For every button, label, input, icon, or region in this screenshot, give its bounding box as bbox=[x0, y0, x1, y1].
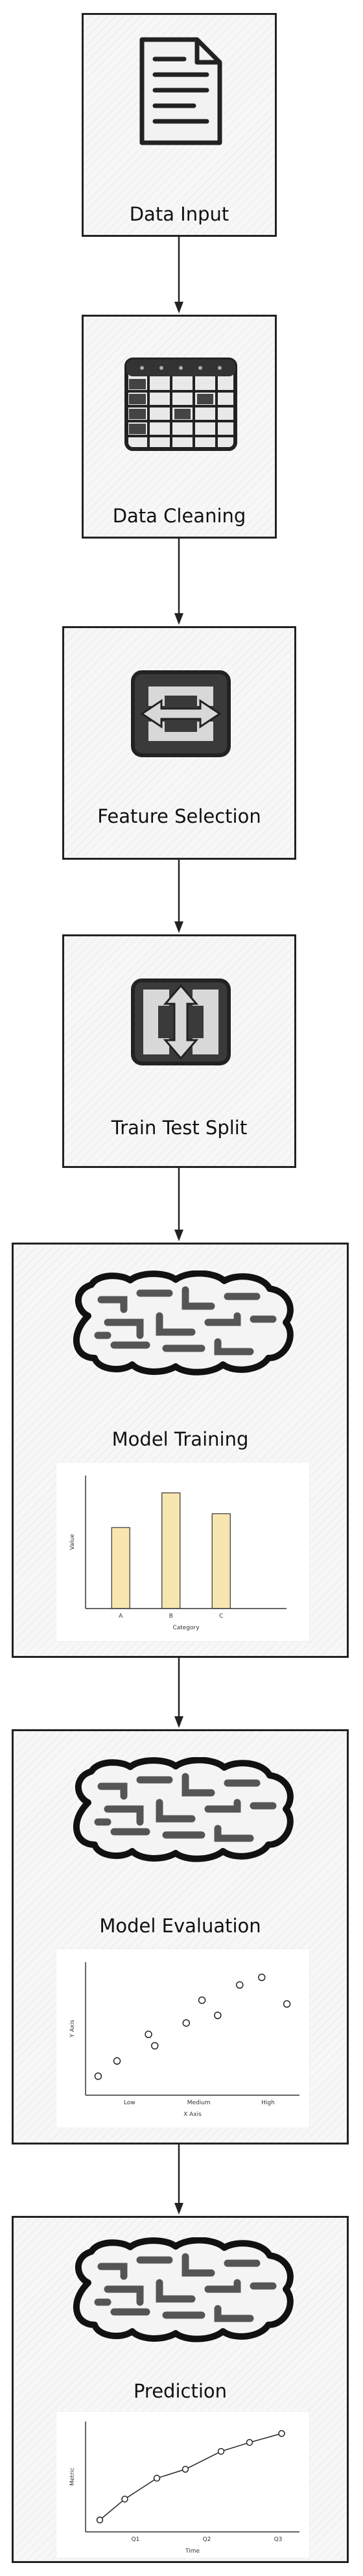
scatter-chart: Low Medium High X Axis Y Axis bbox=[69, 1962, 299, 2118]
bar-B bbox=[161, 1492, 181, 1609]
step-label-train-test-split: Train Test Split bbox=[111, 1117, 248, 1139]
step-label-data-input: Data Input bbox=[129, 203, 229, 225]
brain-icon bbox=[73, 2237, 294, 2342]
line-point bbox=[96, 2516, 104, 2523]
x-tick-label: Low bbox=[124, 2100, 135, 2106]
step-box-feature-selection: Feature Selection bbox=[62, 626, 296, 860]
x-tick-label: Q3 bbox=[274, 2536, 283, 2543]
series-line bbox=[99, 2433, 282, 2521]
scatter-point bbox=[236, 1981, 244, 1989]
x-axis-label: Time bbox=[185, 2548, 200, 2555]
step-label-data-cleaning: Data Cleaning bbox=[112, 505, 246, 527]
x-tick-label: Medium bbox=[187, 2100, 211, 2106]
scatter-point bbox=[182, 2019, 191, 2027]
horizontal-arrows-icon bbox=[131, 670, 231, 757]
brain-icon bbox=[73, 1757, 294, 1862]
scatter-point bbox=[283, 2000, 291, 2008]
x-tick-label: Q2 bbox=[203, 2536, 211, 2543]
flow-arrow bbox=[174, 539, 183, 625]
scatter-point bbox=[258, 1973, 266, 1982]
scatter-point bbox=[214, 2011, 222, 2019]
step-box-data-cleaning: Data Cleaning bbox=[82, 315, 277, 539]
scatter-point bbox=[113, 2057, 121, 2065]
bar-A bbox=[111, 1527, 130, 1609]
step-label-feature-selection: Feature Selection bbox=[97, 805, 261, 827]
step-box-data-input: Data Input bbox=[82, 13, 277, 237]
x-tick-label: A bbox=[119, 1613, 123, 1620]
line-point bbox=[153, 2475, 161, 2482]
bar-C bbox=[211, 1513, 231, 1609]
step-label-model-training: Model Training bbox=[111, 1428, 249, 1450]
step-box-model-evaluation: Model Evaluation Low Medium High X Axis Y Ax… bbox=[12, 1729, 349, 2145]
line-point bbox=[246, 2438, 253, 2446]
scatter-point bbox=[94, 2072, 102, 2080]
flow-arrow bbox=[174, 1168, 183, 1241]
step-box-train-test-split: Train Test Split bbox=[62, 934, 296, 1168]
table-icon bbox=[124, 358, 237, 451]
flow-arrow bbox=[174, 860, 183, 933]
y-axis-label: Metric bbox=[69, 2468, 76, 2486]
chart-panel-bar: A B C Category Value bbox=[56, 1462, 310, 1642]
chart-panel-scatter: Low Medium High X Axis Y Axis bbox=[56, 1949, 310, 2128]
x-axis-label: Category bbox=[172, 1625, 200, 1631]
x-tick-label: C bbox=[219, 1613, 223, 1620]
document-icon bbox=[139, 37, 222, 145]
x-tick-label: High bbox=[261, 2100, 275, 2106]
x-tick-label: B bbox=[169, 1613, 173, 1620]
line-point bbox=[278, 2430, 285, 2437]
flow-arrow bbox=[174, 2145, 183, 2215]
y-axis-label: Y Axis bbox=[69, 2020, 76, 2038]
brain-icon bbox=[73, 1270, 294, 1376]
x-tick-label: Q1 bbox=[132, 2536, 140, 2543]
x-axis-label: X Axis bbox=[183, 2111, 202, 2118]
step-box-model-training: Model Training A B C Category Value bbox=[12, 1243, 349, 1658]
y-axis-label: Value bbox=[69, 1534, 76, 1550]
step-label-model-evaluation: Model Evaluation bbox=[99, 1915, 261, 1937]
scatter-point bbox=[198, 1996, 206, 2004]
line-point bbox=[217, 2448, 225, 2455]
scatter-point bbox=[151, 2042, 159, 2050]
flow-arrow bbox=[174, 237, 183, 313]
line-point bbox=[121, 2496, 128, 2503]
step-label-prediction: Prediction bbox=[133, 2380, 228, 2402]
line-point bbox=[182, 2466, 189, 2473]
scatter-point bbox=[145, 2030, 152, 2039]
vertical-arrows-icon bbox=[131, 978, 231, 1065]
bar-chart: A B C Category Value bbox=[69, 1476, 287, 1631]
flow-arrow bbox=[174, 1658, 183, 1728]
